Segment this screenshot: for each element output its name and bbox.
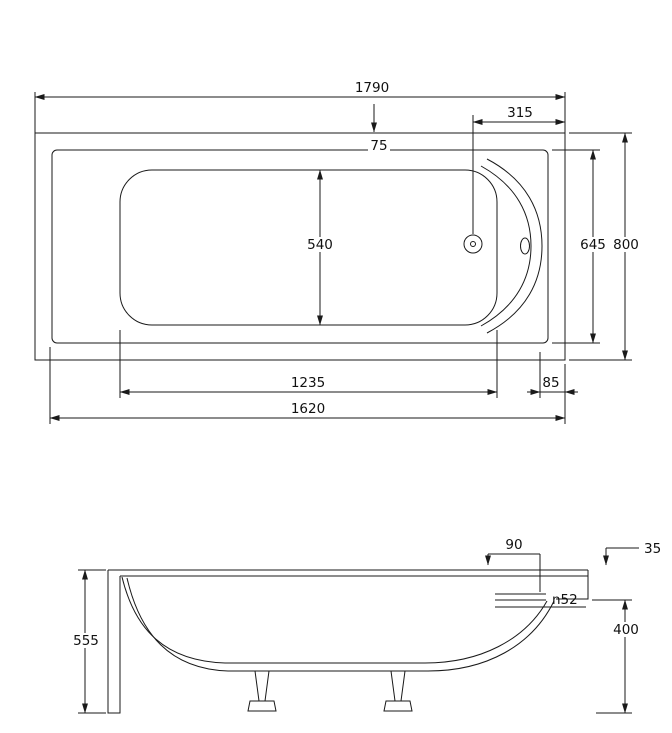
dim-rim-width-645: 645: [552, 149, 610, 344]
label-background: [368, 139, 390, 152]
dim-right-gap-85: 85: [527, 352, 578, 398]
bowl-inner-surface: [121, 576, 548, 664]
dim-label: 645: [580, 237, 606, 253]
dim-label: 90: [505, 537, 522, 553]
extension-lines: [34, 92, 566, 133]
overflow-hole-side: [495, 593, 546, 601]
right-end-edge: [556, 570, 589, 600]
dim-height-total-555: 555: [69, 569, 106, 714]
top-view: 1790 315 75 540 645 800: [34, 80, 643, 424]
label-background: [69, 633, 102, 648]
label-background: [609, 622, 642, 637]
dim-label: 400: [613, 622, 639, 638]
adjustable-feet: [247, 670, 413, 712]
dim-basin-length-1235: 1235: [119, 330, 498, 398]
extension-lines: [592, 599, 632, 714]
tub-outline-plan: [34, 132, 566, 361]
dim-overflow-diameter-n52: n52: [495, 592, 586, 608]
dim-inner-length-1620: 1620: [49, 347, 566, 424]
dim-label: 35: [644, 541, 661, 557]
dim-overall-length-1790: 1790: [34, 80, 566, 133]
dim-label: 315: [507, 105, 533, 121]
dim-label: 1235: [291, 375, 325, 391]
dim-label: 540: [307, 237, 333, 253]
drain-center: [470, 241, 476, 247]
dim-overflow-offset-90: 90: [485, 537, 541, 592]
foot-left: [247, 670, 277, 712]
dim-label: 85: [542, 375, 559, 391]
dim-label: 1620: [291, 401, 325, 417]
label-background: [610, 237, 643, 252]
dim-label: n52: [552, 592, 578, 608]
label-background: [303, 237, 337, 252]
extension-lines: [569, 132, 632, 361]
drain-circle: [463, 234, 483, 254]
tub-outer-edge: [34, 132, 566, 361]
tub-profile: [107, 569, 589, 714]
bowl-outer-shell: [126, 577, 555, 672]
headrest-arc-inner: [480, 165, 532, 327]
dim-drain-offset-315: 315: [472, 105, 566, 234]
dim-label: 800: [613, 237, 639, 253]
extension-lines: [49, 347, 566, 424]
overflow-hole-plan: [520, 237, 530, 255]
dim-label: 75: [370, 138, 387, 154]
headrest-arc-outer: [486, 158, 543, 334]
dim-edge-75: 75: [368, 104, 390, 154]
dim-basin-width-540: 540: [303, 169, 337, 326]
dim-overall-width-800: 800: [569, 132, 643, 361]
front-apron: [107, 570, 121, 714]
dim-label: 555: [73, 633, 99, 649]
extension-lines: [119, 330, 498, 398]
foot-right: [383, 670, 413, 712]
label-background: [576, 237, 610, 252]
dim-label: 1790: [355, 80, 389, 96]
tub-rim-line: [51, 149, 549, 344]
dim-height-right-400: 400: [592, 599, 642, 714]
dim-rim-edge-35: 35: [603, 541, 661, 566]
side-view: 90 35 n52 555 400: [69, 537, 661, 714]
basin-outline: [119, 169, 498, 326]
